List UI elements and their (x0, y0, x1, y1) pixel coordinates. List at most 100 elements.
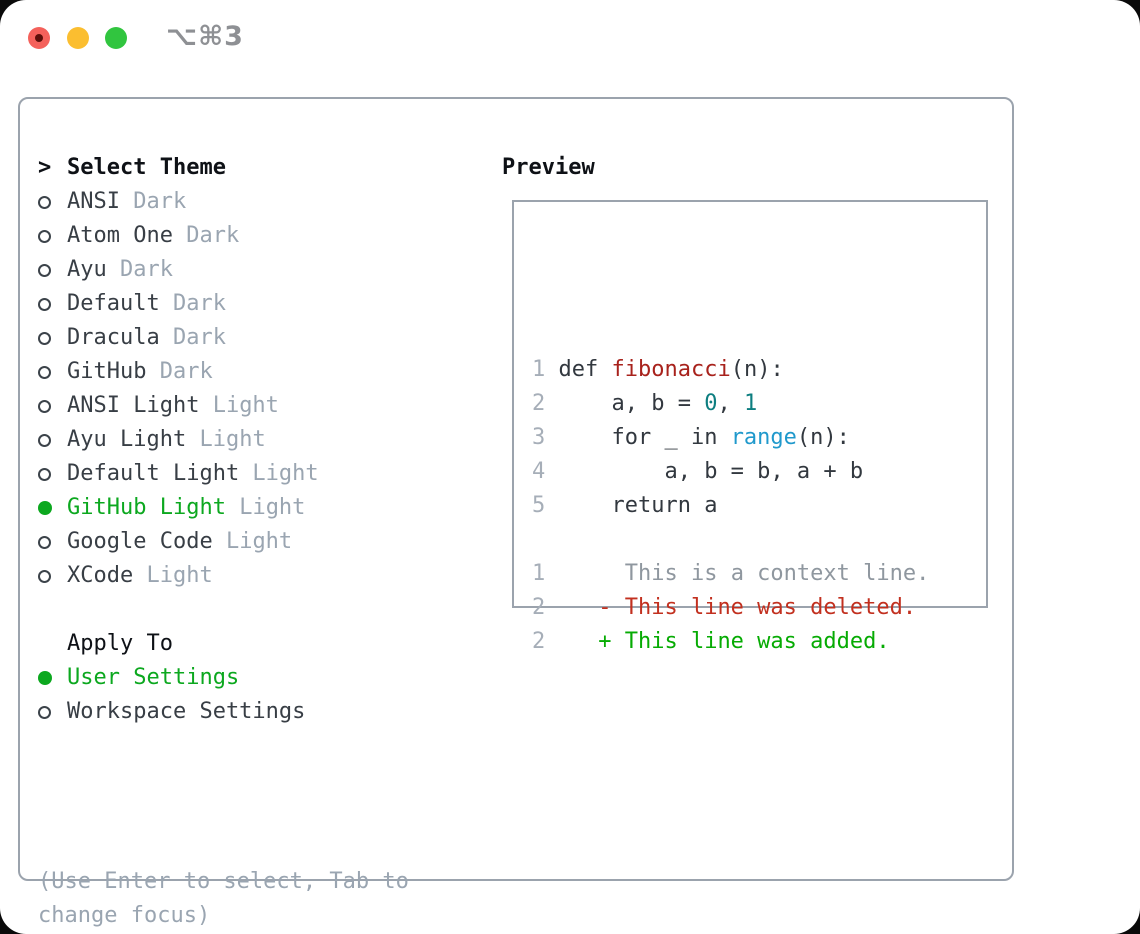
radio-icon[interactable] (38, 297, 51, 311)
radio-icon[interactable] (38, 399, 51, 413)
code-segment-ln: 2 (532, 629, 546, 654)
code-line: 2 + This line was added. (532, 625, 929, 659)
theme-variant: Light (239, 461, 319, 486)
theme-list-header: > Select Theme (38, 151, 319, 185)
radio-icon[interactable] (38, 433, 51, 447)
code-segment-add: + This line was added. (598, 629, 890, 654)
theme-name: Atom One (67, 223, 173, 248)
theme-option[interactable]: Ayu Light Light (38, 423, 319, 457)
theme-option[interactable]: ANSI Dark (38, 185, 319, 219)
theme-option[interactable]: XCode Light (38, 559, 319, 593)
code-line: 2 - This line was deleted. (532, 591, 929, 625)
code-segment-ln: 2 (532, 595, 546, 620)
apply-to-title: Apply To (67, 631, 173, 656)
code-segment-ln: 3 (532, 425, 546, 450)
code-segment-num: 0 (704, 391, 718, 416)
code-segment-code: , (717, 391, 744, 416)
theme-option[interactable]: Dracula Dark (38, 321, 319, 355)
theme-name: Default (67, 291, 160, 316)
theme-variant: Light (199, 393, 279, 418)
radio-icon[interactable] (38, 229, 51, 243)
code-segment-fn: fibonacci (611, 357, 731, 382)
radio-icon[interactable] (38, 195, 51, 209)
theme-option[interactable]: Google Code Light (38, 525, 319, 559)
code-segment-ln: 4 (532, 459, 546, 484)
code-segment-num: 1 (743, 391, 758, 416)
theme-name: ANSI (67, 189, 120, 214)
theme-variant: Light (225, 495, 306, 520)
code-segment-code: return a (545, 493, 718, 518)
theme-option[interactable]: Default Light Light (38, 457, 319, 491)
theme-option[interactable]: Ayu Dark (38, 253, 319, 287)
theme-variant: Light (186, 427, 266, 452)
code-segment-ln: 1 (532, 561, 546, 586)
code-segment-ln: 2 (532, 391, 546, 416)
apply-to-option-label: Workspace Settings (67, 699, 306, 724)
apply-to-header: Apply To (38, 627, 305, 661)
theme-variant: Dark (106, 257, 173, 282)
radio-icon[interactable] (38, 365, 51, 379)
code-segment-code: (n): (796, 425, 850, 450)
theme-variant: Light (133, 563, 213, 588)
radio-icon[interactable] (38, 535, 51, 549)
code-line (532, 523, 929, 557)
code-line: 2 a, b = 0, 1 (532, 387, 929, 421)
theme-option[interactable]: Atom One Dark (38, 219, 319, 253)
theme-name: ANSI Light (67, 393, 200, 418)
code-segment-builtin: range (730, 425, 797, 450)
close-button[interactable] (28, 27, 50, 49)
theme-option[interactable]: GitHub Dark (38, 355, 319, 389)
theme-variant: Light (212, 529, 293, 554)
keyboard-hint: (Use Enter to select, Tab to change focus… (38, 763, 409, 933)
radio-icon[interactable] (38, 569, 51, 583)
theme-option[interactable]: Default Dark (38, 287, 319, 321)
theme-name: Google Code (67, 529, 213, 554)
code-segment-ln: 5 (532, 493, 546, 518)
code-line: 5 return a (532, 489, 929, 523)
code-line: 1 This is a context line. (532, 557, 929, 591)
theme-variant: Dark (159, 291, 226, 316)
code-segment-code (545, 629, 598, 654)
theme-option[interactable]: GitHub Light Light (38, 491, 319, 525)
theme-variant: Dark (172, 223, 240, 248)
theme-name: Ayu Light (67, 427, 187, 452)
radio-selected-icon[interactable] (38, 671, 52, 685)
code-segment-ln: 1 (532, 357, 546, 382)
theme-variant: Dark (159, 325, 226, 350)
code-line: 4 a, b = b, a + b (532, 455, 929, 489)
select-theme-title: Select Theme (67, 155, 226, 180)
code-line: 1 def fibonacci(n): (532, 353, 929, 387)
theme-name: XCode (67, 563, 134, 588)
radio-selected-icon[interactable] (38, 501, 52, 515)
apply-to-option-label: User Settings (67, 665, 240, 690)
theme-option[interactable]: ANSI Light Light (38, 389, 319, 423)
zoom-button[interactable] (105, 27, 127, 49)
keyboard-shortcut-label: ⌥⌘3 (166, 21, 244, 52)
code-segment-code (545, 595, 598, 620)
hint-line: change focus) (38, 903, 211, 928)
radio-icon[interactable] (38, 467, 51, 481)
theme-name: GitHub Light (67, 495, 226, 520)
theme-variant: Dark (119, 189, 187, 214)
theme-name: GitHub (67, 359, 147, 384)
radio-icon[interactable] (38, 331, 51, 345)
apply-to-option[interactable]: User Settings (38, 661, 305, 695)
close-dot-icon (35, 34, 43, 42)
minimize-button[interactable] (67, 27, 89, 49)
apply-to-option[interactable]: Workspace Settings (38, 695, 305, 729)
code-segment-code: def (545, 357, 612, 382)
radio-icon[interactable] (38, 705, 51, 719)
hint-line: (Use Enter to select, Tab to (38, 869, 409, 894)
radio-icon[interactable] (38, 263, 51, 277)
preview-title: Preview (502, 155, 595, 180)
theme-name: Ayu (67, 257, 107, 282)
theme-name: Default Light (67, 461, 240, 486)
code-segment-del: - This line was deleted. (598, 595, 917, 620)
code-segment-code: a, b = b, a + b (545, 459, 864, 484)
